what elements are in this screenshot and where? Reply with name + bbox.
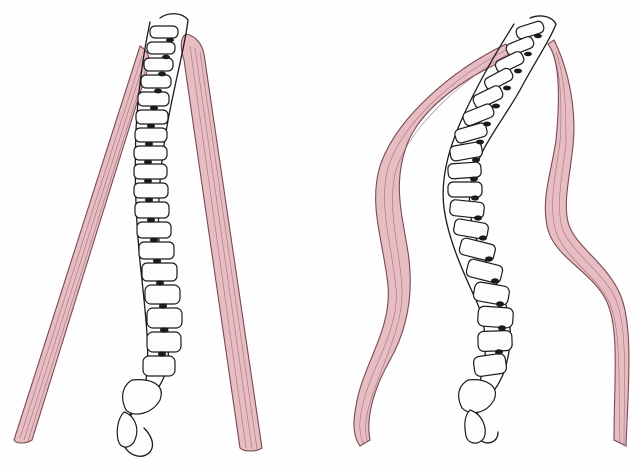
left-spine — [117, 14, 188, 457]
right-muscle-posterior — [545, 40, 629, 446]
left-muscle-posterior — [181, 34, 262, 451]
left-panel — [14, 14, 262, 457]
right-panel — [354, 16, 629, 446]
